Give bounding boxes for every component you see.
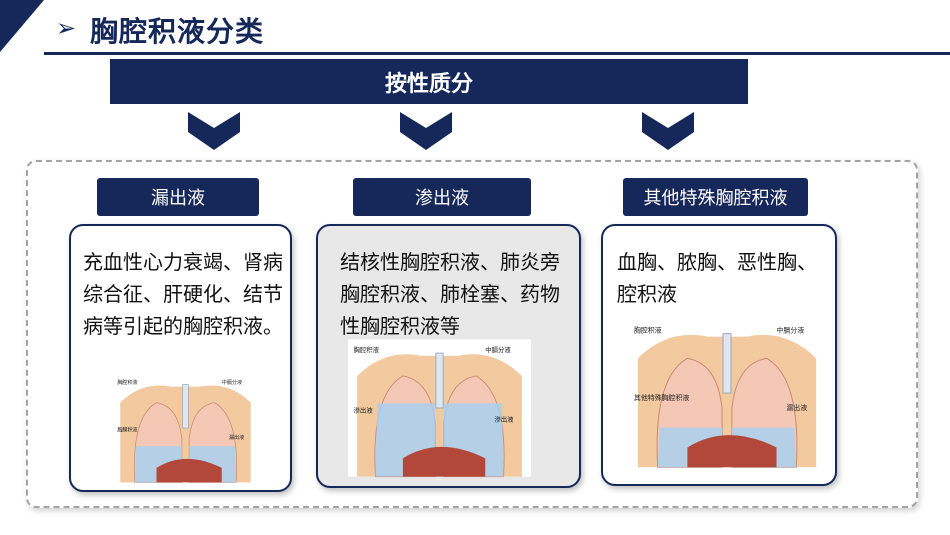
label-transudate: 漏出液 [97, 178, 259, 216]
category-banner: 按性质分 [110, 59, 748, 104]
chevron-down-icon [400, 112, 452, 150]
title-underline [44, 52, 950, 55]
card-transudate: 充血性心力衰竭、肾病综合征、肝硬化、结节病等引起的胸腔积液。 胸腔积液 中膈分液… [69, 224, 292, 492]
card-special-effusion: 血胸、脓胸、恶性胸、腔积液 胸腔积液 中膈分液 其他特殊胸腔积液 漏出液 [601, 224, 837, 486]
tag-pleural-effusion: 胸腔积液 [353, 345, 379, 354]
content-frame [26, 160, 918, 508]
chevron-down-icon [642, 112, 694, 150]
tag-transudate: 漏出液 [786, 403, 807, 412]
card-description: 血胸、脓胸、恶性胸、腔积液 [617, 250, 817, 306]
chevron-down-icon [188, 112, 240, 150]
card-description: 充血性心力衰竭、肾病综合征、肝硬化、结节病等引起的胸腔积液。 [83, 250, 283, 338]
card-exudate: 结核性胸腔积液、肺炎旁胸腔积液、肺栓塞、药物性胸腔积液等 胸腔积液 中膈分液 渗… [316, 224, 581, 488]
card-description: 结核性胸腔积液、肺炎旁胸腔积液、肺栓塞、药物性胸腔积液等 [340, 250, 560, 338]
tag-mediastinum: 中膈分液 [222, 379, 242, 386]
tag-pleural-effusion: 胸腔积液 [634, 326, 662, 335]
tag-exudate-right: 渗出液 [494, 415, 514, 424]
chest-illustration: 胸腔积液 中膈分液 渗出液 渗出液 [348, 339, 531, 478]
arrow-icon: ➢ [56, 14, 77, 42]
chest-illustration: 胸腔积液 中膈分液 胸膜积液 漏出液 [113, 373, 258, 483]
header-corner-decoration [0, 0, 44, 52]
tag-mediastinum: 中膈分液 [485, 345, 511, 354]
tag-special: 其他特殊胸腔积液 [634, 393, 689, 402]
tag-exudate-left: 渗出液 [353, 406, 373, 415]
tag-pleura: 胸膜积液 [117, 427, 137, 434]
label-exudate: 渗出液 [353, 178, 531, 216]
label-special-effusion: 其他特殊胸腔积液 [623, 178, 808, 216]
tag-pleural-effusion: 胸腔积液 [117, 379, 137, 386]
page-title: 胸腔积液分类 [90, 15, 265, 48]
chest-illustration: 胸腔积液 中膈分液 其他特殊胸腔积液 漏出液 [628, 318, 826, 468]
tag-mediastinum: 中膈分液 [777, 326, 805, 335]
tag-transudate: 漏出液 [229, 434, 244, 441]
